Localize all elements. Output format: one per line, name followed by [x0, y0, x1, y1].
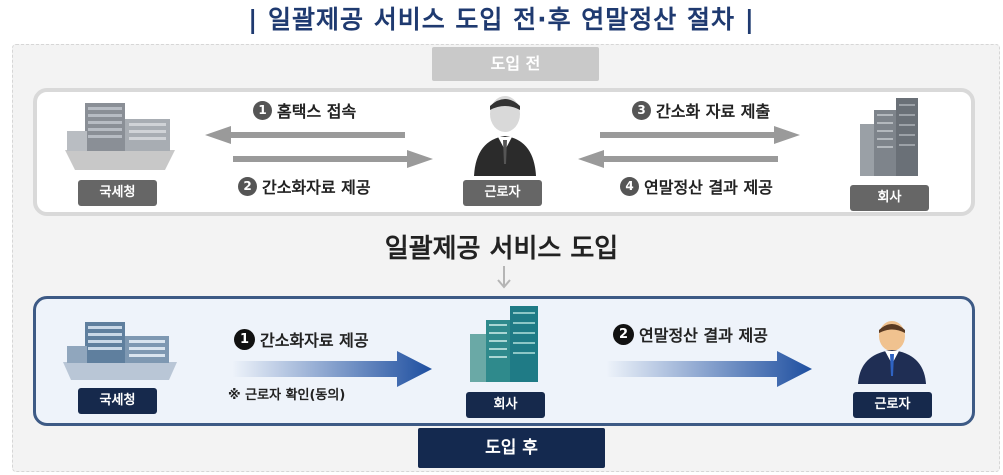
step-text: 홈택스 접속	[277, 102, 357, 121]
transition-label: 일괄제공 서비스 도입	[384, 234, 619, 264]
after-step-1: 1 간소화자료 제공	[234, 327, 369, 351]
consent-note: ※ 근로자 확인(동의)	[228, 388, 346, 403]
before-step-3: 3 간소화 자료 제출	[632, 98, 770, 122]
step-text: 간소화 자료 제출	[656, 102, 771, 121]
step-text: 간소화자료 제공	[262, 178, 371, 197]
step-text: 간소화자료 제공	[260, 331, 369, 350]
step-text: 연말정산 결과 제공	[639, 326, 768, 345]
nts-label-after: 국세청	[78, 388, 157, 414]
step-number: 2	[613, 323, 634, 345]
worker-gray-icon	[474, 96, 536, 176]
worker-label-after: 근로자	[853, 392, 932, 418]
before-step-2: 2 간소화자료 제공	[238, 174, 371, 198]
after-tab: 도입 후	[418, 428, 605, 468]
nts-building-color-icon	[63, 322, 177, 380]
step-number: 1	[253, 100, 272, 120]
company-label-before: 회사	[850, 185, 929, 211]
step-number: 4	[620, 176, 639, 196]
before-tab: 도입 전	[432, 47, 599, 81]
worker-color-icon	[858, 321, 926, 384]
company-label-after: 회사	[466, 392, 545, 418]
nts-building-icon	[65, 103, 175, 170]
after-step-2: 2 연말정산 결과 제공	[613, 322, 768, 346]
step-number: 3	[632, 100, 651, 120]
gradient-arrow-2-icon	[606, 351, 812, 387]
page-title: | 일괄제공 서비스 도입 전·후 연말정산 절차 |	[248, 5, 755, 34]
before-step-1: 1 홈택스 접속	[253, 98, 356, 122]
nts-label: 국세청	[78, 180, 157, 206]
down-arrow-icon	[497, 266, 511, 289]
worker-label-before: 근로자	[463, 180, 542, 206]
step-number: 1	[234, 328, 255, 350]
step-text: 연말정산 결과 제공	[644, 178, 773, 197]
company-building-gray-icon	[860, 98, 918, 176]
gradient-arrow-1-icon	[232, 351, 432, 387]
double-arrow-left-icon	[205, 126, 433, 168]
double-arrow-right-icon	[578, 126, 800, 168]
step-number: 2	[238, 176, 257, 196]
before-step-4: 4 연말정산 결과 제공	[620, 174, 773, 198]
company-building-color-icon	[470, 306, 538, 382]
